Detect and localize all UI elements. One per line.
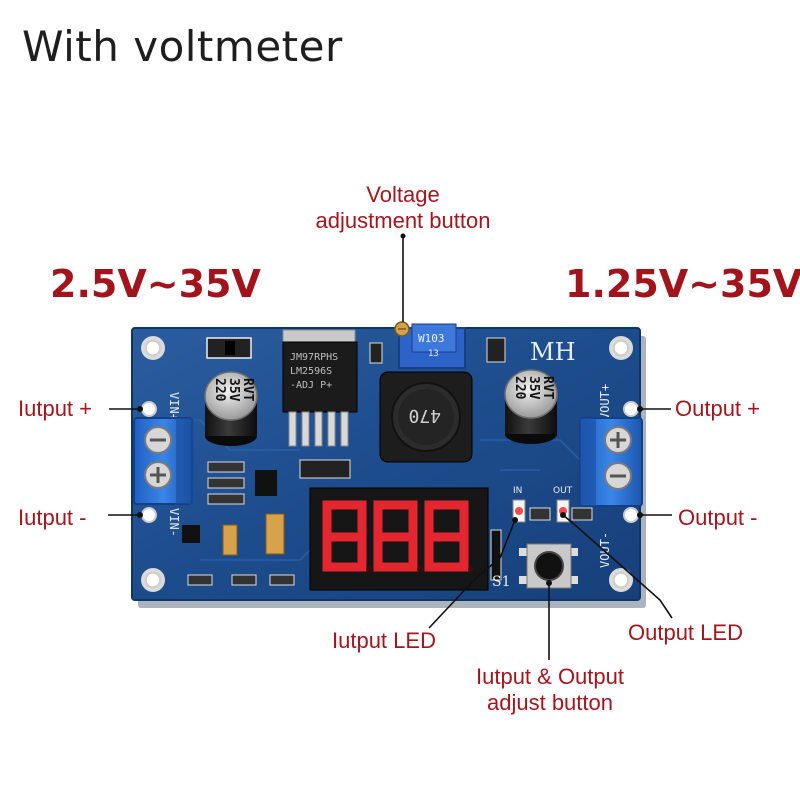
left-cap-value: 220 xyxy=(212,378,227,402)
input-plus-label: Iutput + xyxy=(18,396,93,421)
chip-marking-3: -ADJ P+ xyxy=(290,380,332,391)
mounting-holes xyxy=(141,336,633,592)
voltage-adjust-potentiometer: W103 13 xyxy=(394,321,466,369)
output-screw-terminal xyxy=(579,417,643,507)
board-brand: MH xyxy=(530,338,576,366)
silk-vin-minus: VIN- xyxy=(167,508,181,537)
page-title: With voltmeter xyxy=(22,22,343,71)
adjust-button-label-line1: Iutput & Output xyxy=(476,664,624,689)
voltage-adjustment-label-line1: Voltage xyxy=(366,182,440,207)
silk-out: OUT xyxy=(553,486,573,496)
output-capacitor: 220 35V RVT xyxy=(504,369,558,444)
silk-in: IN xyxy=(513,486,522,496)
input-screw-terminal xyxy=(133,417,194,505)
display-digits xyxy=(322,500,469,572)
silk-s1: S1 xyxy=(492,574,511,590)
right-cap-series: RVT xyxy=(540,376,555,400)
leader-dots xyxy=(137,233,643,586)
right-cap-value: 220 xyxy=(512,376,527,400)
output-minus-label: Output - xyxy=(678,505,758,530)
terminal-pads xyxy=(141,401,639,523)
leader-lines xyxy=(108,236,673,660)
smd-components xyxy=(182,337,593,586)
left-cap-voltage: 35V xyxy=(226,378,241,402)
silk-vin-plus: VIN+ xyxy=(167,392,181,421)
power-inductor: 470 xyxy=(379,371,473,463)
right-cap-voltage: 35V xyxy=(526,376,541,400)
output-plus-label: Output + xyxy=(675,396,761,421)
output-voltage-range: 1.25V~35V xyxy=(565,262,800,306)
input-capacitor: 220 35V RVT xyxy=(204,371,258,446)
voltage-adjustment-label: Voltage adjustment button xyxy=(296,182,510,234)
silk-vout-plus: VOUT+ xyxy=(598,384,612,420)
left-cap-series: RVT xyxy=(240,378,255,402)
potentiometer-sub-code: 13 xyxy=(428,349,439,359)
inductor-code: 470 xyxy=(408,405,441,426)
silk-vout-minus: VOUT- xyxy=(598,532,612,568)
lm2596-regulator-chip: JM97RPHS LM2596S -ADJ P+ xyxy=(282,329,358,447)
potentiometer-code: W103 xyxy=(418,332,445,345)
chip-marking-2: LM2596S xyxy=(290,366,332,377)
input-minus-label: Iutput - xyxy=(18,505,87,530)
adjust-button-label: Iutput & Output adjust button xyxy=(440,664,660,716)
input-led-label: Iutput LED xyxy=(332,628,436,653)
voltmeter-display xyxy=(309,487,489,591)
adjust-button-label-line2: adjust button xyxy=(487,690,613,715)
input-voltage-range: 2.5V~35V xyxy=(50,262,261,306)
chip-marking-1: JM97RPHS xyxy=(290,352,338,363)
voltage-adjustment-label-line2: adjustment button xyxy=(315,208,491,233)
output-led-label: Output LED xyxy=(628,620,743,645)
